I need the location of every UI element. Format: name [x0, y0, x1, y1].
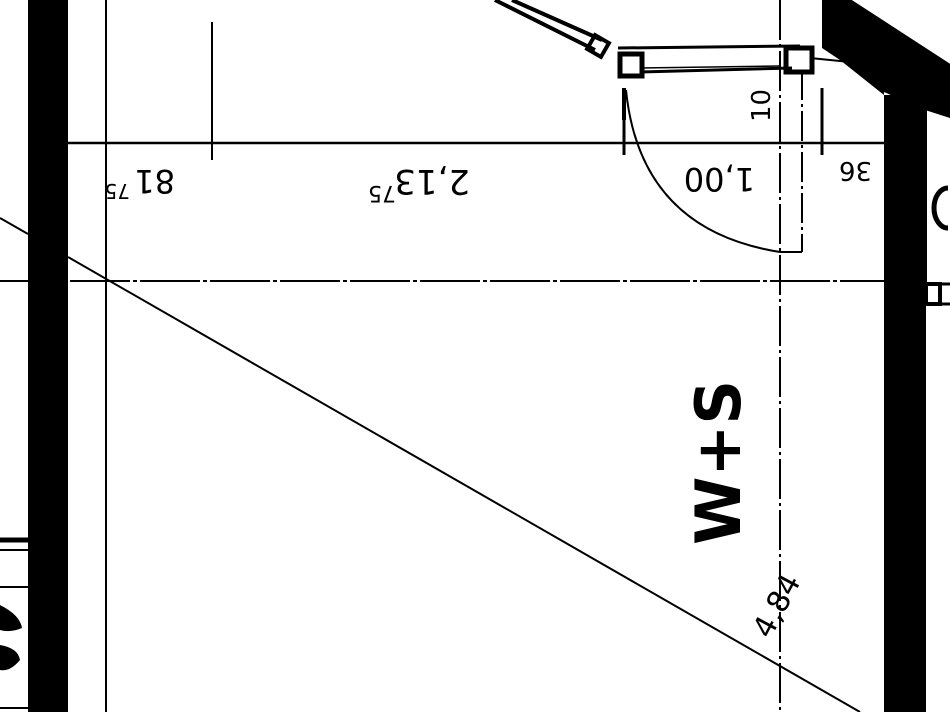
diagonal-wall — [822, 0, 950, 118]
outlet-symbol — [931, 185, 949, 231]
dim-wall-segment-main: 2,13 — [394, 161, 470, 201]
wall-edge — [849, 0, 950, 66]
door-frame — [809, 57, 851, 63]
room-label-text: W+S — [682, 380, 755, 545]
door-frame — [617, 44, 801, 50]
dim-door-jamb-text: 10 — [747, 89, 777, 122]
wall-fixture — [924, 282, 942, 306]
dim-right-offset: 36 — [839, 155, 872, 185]
dim-room-length: 4,84 — [746, 568, 808, 643]
dim-wall-segment-sup: 75 — [368, 180, 396, 205]
door-frame — [639, 65, 781, 69]
dim-room-length-text: 4,84 — [746, 568, 808, 643]
right-wall — [884, 95, 926, 712]
diagonal-line — [0, 217, 29, 235]
dim-wall-segment: 2,13 75 — [368, 161, 470, 205]
door-swing-arc — [625, 89, 781, 253]
room-label: W+S — [682, 380, 755, 545]
door-hinge — [783, 45, 815, 75]
door-hinge — [617, 51, 645, 79]
dim-door-width: 1,00 — [684, 160, 755, 198]
dim-door-width-text: 1,00 — [684, 160, 755, 198]
fixture-shape — [0, 605, 22, 632]
fixture-shape — [0, 645, 20, 671]
window-line — [494, 0, 596, 52]
diagonal-line — [67, 256, 861, 712]
dim-left-offset-main: 81 — [134, 162, 175, 200]
dim-door-jamb: 10 — [747, 89, 777, 122]
left-wall — [28, 0, 68, 712]
door-frame — [639, 66, 793, 74]
window-line — [511, 0, 603, 42]
dim-left-offset: 81 75 — [105, 162, 175, 203]
dim-left-offset-sup: 75 — [105, 179, 130, 203]
dim-right-offset-text: 36 — [839, 155, 872, 185]
window-post — [584, 32, 612, 60]
